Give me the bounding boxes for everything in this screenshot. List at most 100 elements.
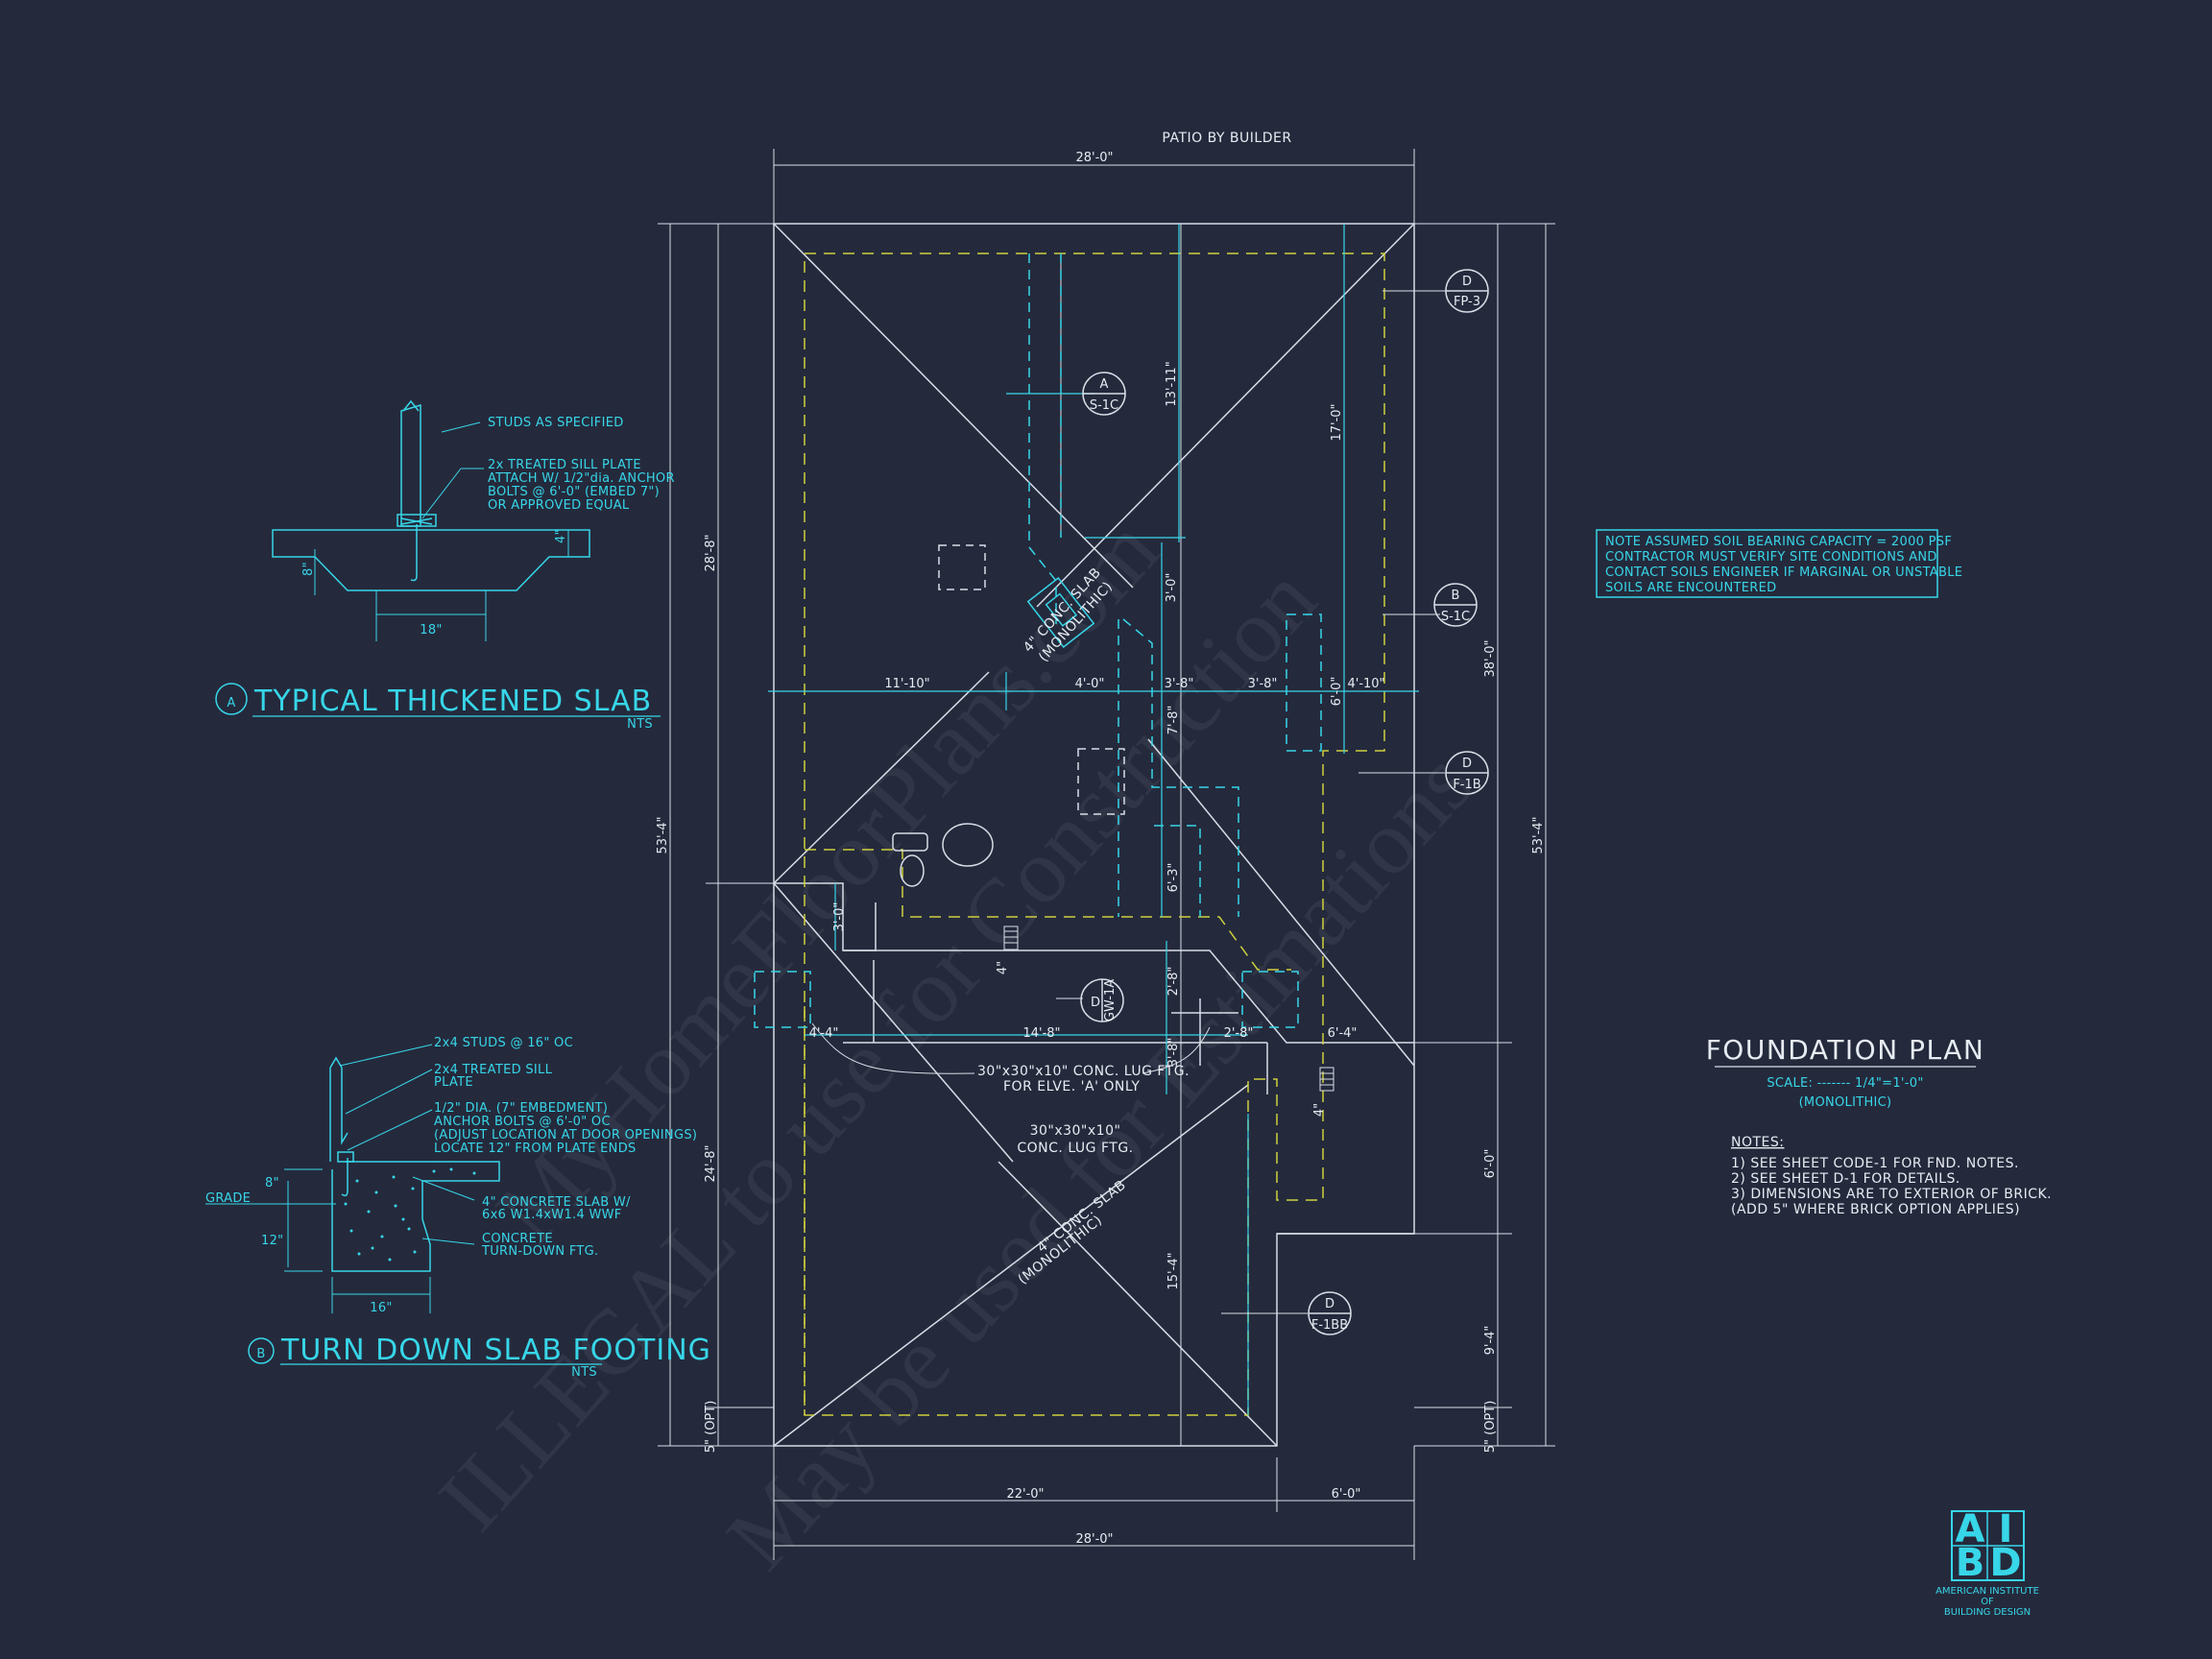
callout-letter: D <box>1091 996 1100 1010</box>
logo-letter-d: D <box>1989 1541 2021 1585</box>
soil-note: NOTE ASSUMED SOIL BEARING CAPACITY = 200… <box>1596 529 1962 598</box>
logo-letter-i: I <box>1999 1507 2013 1551</box>
callout-gw1a[interactable]: D GW-1A <box>1080 978 1124 1022</box>
dim-13-11: 13'-11" <box>1165 361 1179 406</box>
anchor-bolt <box>341 1158 349 1197</box>
step-line <box>843 902 877 951</box>
dim-15-4: 15'-4" <box>1166 1252 1181 1289</box>
detail-a-title: TYPICAL THICKENED SLAB <box>253 685 652 718</box>
dim-3-0: 3'-0" <box>1165 573 1179 603</box>
dim-right-upper: 38'-0" <box>1483 639 1498 677</box>
callout-sheet: F-1BB <box>1311 1318 1348 1333</box>
diagonal-line <box>773 671 990 884</box>
callout-f1bb[interactable]: D F-1BB <box>1308 1291 1352 1335</box>
diagonal-line <box>1036 223 1415 608</box>
foundation-plan <box>658 149 1555 1560</box>
detail-b-note-2: 2x4 TREATED SILL <box>434 1063 553 1077</box>
detail-b-note-5: TURN-DOWN FTG. <box>481 1244 598 1259</box>
dim-row-3: 3'-8" <box>1165 677 1194 691</box>
footing-dashed <box>1122 618 1239 917</box>
dim-row-5: 4'-10" <box>1347 677 1384 691</box>
detail-b-note-1: 2x4 STUDS @ 16" OC <box>434 1036 573 1050</box>
detail-b-note-4: 4" CONCRETE SLAB W/ <box>482 1195 631 1210</box>
note-item: 1) SEE SHEET CODE-1 FOR FND. NOTES. <box>1731 1156 2019 1171</box>
plan-scale: SCALE: ------- 1/4"=1'-0" <box>1767 1076 1923 1091</box>
callout-fp3[interactable]: D FP-3 <box>1445 269 1489 313</box>
pier-dashed <box>754 971 811 1028</box>
callout-s1c-b[interactable]: B S-1C <box>1433 583 1478 627</box>
logo-line-2: OF <box>1981 1597 1994 1607</box>
detail-b-grade: GRADE <box>205 1191 251 1206</box>
pier-pad <box>1077 748 1125 815</box>
footing-section <box>331 1161 500 1272</box>
diagonal-line <box>998 1161 1278 1447</box>
dim-2-8b: 2'-8" <box>1224 1026 1254 1041</box>
detail-a-note-2: ATTACH W/ 1/2"dia. ANCHOR <box>488 471 675 486</box>
detail-a-thickened-slab: STUDS AS SPECIFIED 2x TREATED SILL PLATE… <box>215 399 675 732</box>
notes-heading: NOTES: <box>1731 1135 1785 1150</box>
diagonal-line <box>773 1084 1249 1447</box>
thickened-slab-dashed <box>804 252 1385 1416</box>
note-item: 3) DIMENSIONS ARE TO EXTERIOR OF BRICK. <box>1731 1187 2052 1202</box>
detail-a-bubble <box>215 683 248 715</box>
detail-a-note-2: 2x TREATED SILL PLATE <box>488 458 641 472</box>
detail-b-dim-8: 8" <box>265 1176 279 1190</box>
detail-a-width: 18" <box>420 623 442 637</box>
callout-letter: D <box>1462 757 1472 771</box>
detail-b-note-3: LOCATE 12" FROM PLATE ENDS <box>434 1142 637 1156</box>
logo-line-3: BUILDING DESIGN <box>1944 1607 2031 1618</box>
dim-3-8: 3'-8" <box>1166 1038 1181 1068</box>
detail-a-thick: 4" <box>554 529 568 543</box>
dim-2-8: 2'-8" <box>1166 967 1181 997</box>
callout-sheet: S-1C <box>1441 610 1470 624</box>
footing-note: 30"x30"x10" CONC. LUG FTG. <box>977 1064 1190 1079</box>
dim-bottom-right: 6'-0" <box>1332 1487 1361 1502</box>
detail-b-note-4: 6x6 W1.4xW1.4 WWF <box>482 1208 622 1222</box>
thickened-slab-dashed-inner <box>805 849 1291 971</box>
tub-fixture <box>892 832 928 852</box>
dim-left-opt: 5" (OPT) <box>704 1401 718 1454</box>
general-notes: NOTES: 1) SEE SHEET CODE-1 FOR FND. NOTE… <box>1731 1135 2052 1217</box>
dim-6-3: 6'-3" <box>1166 863 1181 893</box>
callout-f1b[interactable]: D F-1B <box>1445 751 1489 795</box>
footing-note-sub: FOR ELVE. 'A' ONLY <box>1003 1079 1140 1094</box>
diagonal-line <box>773 882 1014 1163</box>
callout-sheet: S-1C <box>1090 398 1118 413</box>
soil-note-line: CONTRACTOR MUST VERIFY SITE CONDITIONS A… <box>1605 550 1937 565</box>
detail-b-note-3: ANCHOR BOLTS @ 6'-0" OC <box>434 1115 611 1129</box>
sill-plate <box>337 1151 354 1163</box>
callout-letter: D <box>1325 1297 1334 1311</box>
dim-4b: 4" <box>1312 1103 1327 1117</box>
step-line <box>774 882 1414 1044</box>
toilet-fixture <box>942 823 994 867</box>
plan-title: FOUNDATION PLAN <box>1706 1034 1985 1066</box>
callout-sheet: FP-3 <box>1454 295 1480 309</box>
dim-6-4: 6'-4" <box>1328 1026 1358 1041</box>
detail-a-depth: 8" <box>301 562 316 576</box>
diagonal-line <box>773 223 1134 589</box>
soil-note-line: CONTACT SOILS ENGINEER IF MARGINAL OR UN… <box>1605 565 1962 580</box>
footing-note-2: 30"x30"x10" <box>1030 1123 1121 1139</box>
soil-note-box <box>1596 529 1938 598</box>
leader-line <box>441 421 481 433</box>
dim-17-0: 17'-0" <box>1330 403 1344 441</box>
detail-b-bubble <box>248 1337 275 1364</box>
footing-dashed <box>1028 253 1062 624</box>
dim-right-outer: 53'-4" <box>1531 816 1546 854</box>
dim-4-4: 4'-4" <box>809 1026 839 1041</box>
dim-3-0b: 3'-0" <box>832 902 847 932</box>
interior-footings <box>754 253 1322 1028</box>
dim-row-4: 3'-8" <box>1248 677 1278 691</box>
pier-dashed <box>1286 613 1322 752</box>
dim-right-opt: 5" (OPT) <box>1483 1401 1498 1454</box>
callout-s1c-a[interactable]: A S-1C <box>1082 372 1126 416</box>
dim-right-mid: 6'-0" <box>1483 1149 1498 1179</box>
patio-label: PATIO BY BUILDER <box>1162 131 1291 146</box>
diagonal-line <box>1147 738 1415 1067</box>
dim-left-outer: 53'-4" <box>656 816 670 854</box>
leader-line <box>421 468 462 519</box>
dim-bottom-left: 22'-0" <box>1006 1487 1044 1502</box>
detail-b-note-2: PLATE <box>434 1075 473 1090</box>
pier-pad <box>938 544 986 590</box>
